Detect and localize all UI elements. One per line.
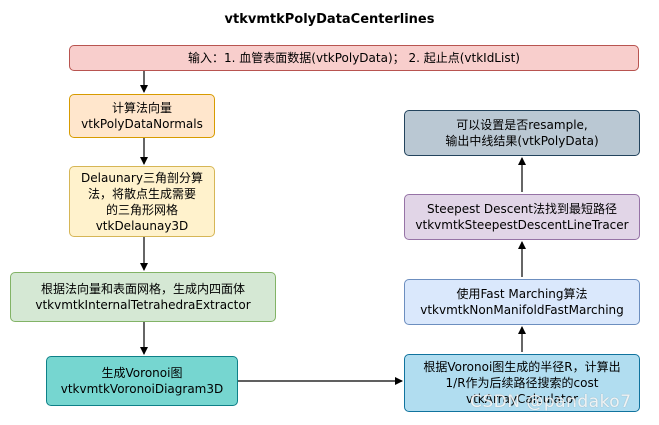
voronoi-node: 生成Voronoi图 vtkvmtkVoronoiDiagram3D bbox=[46, 356, 238, 406]
tetra-node: 根据法向量和表面网格，生成内四面体 vtkvmtkInternalTetrahe… bbox=[10, 272, 276, 322]
steepest-node: Steepest Descent法找到最短路径 vtkvmtkSteepestD… bbox=[404, 194, 640, 240]
fastmarch-node: 使用Fast Marching算法 vtkvmtkNonManifoldFast… bbox=[404, 279, 640, 325]
delaunay-node: Delaunary三角剖分算 法，将散点生成需要 的三角形网格 vtkDelau… bbox=[69, 166, 215, 237]
output-node: 可以设置是否resample, 输出中线结果(vtkPolyData) bbox=[404, 110, 640, 156]
input-node: 输入：1. 血管表面数据(vtkPolyData)； 2. 起止点(vtkIdL… bbox=[69, 45, 639, 71]
watermark: CSDN @pandako7 bbox=[470, 392, 632, 412]
normals-node: 计算法向量 vtkPolyDataNormals bbox=[69, 94, 215, 138]
cost-node: 根据Voronoi图生成的半径R，计算出 1/R作为后续路径搜索的cost vt… bbox=[404, 354, 640, 412]
diagram-title: vtkvmtkPolyDataCenterlines bbox=[224, 12, 435, 27]
